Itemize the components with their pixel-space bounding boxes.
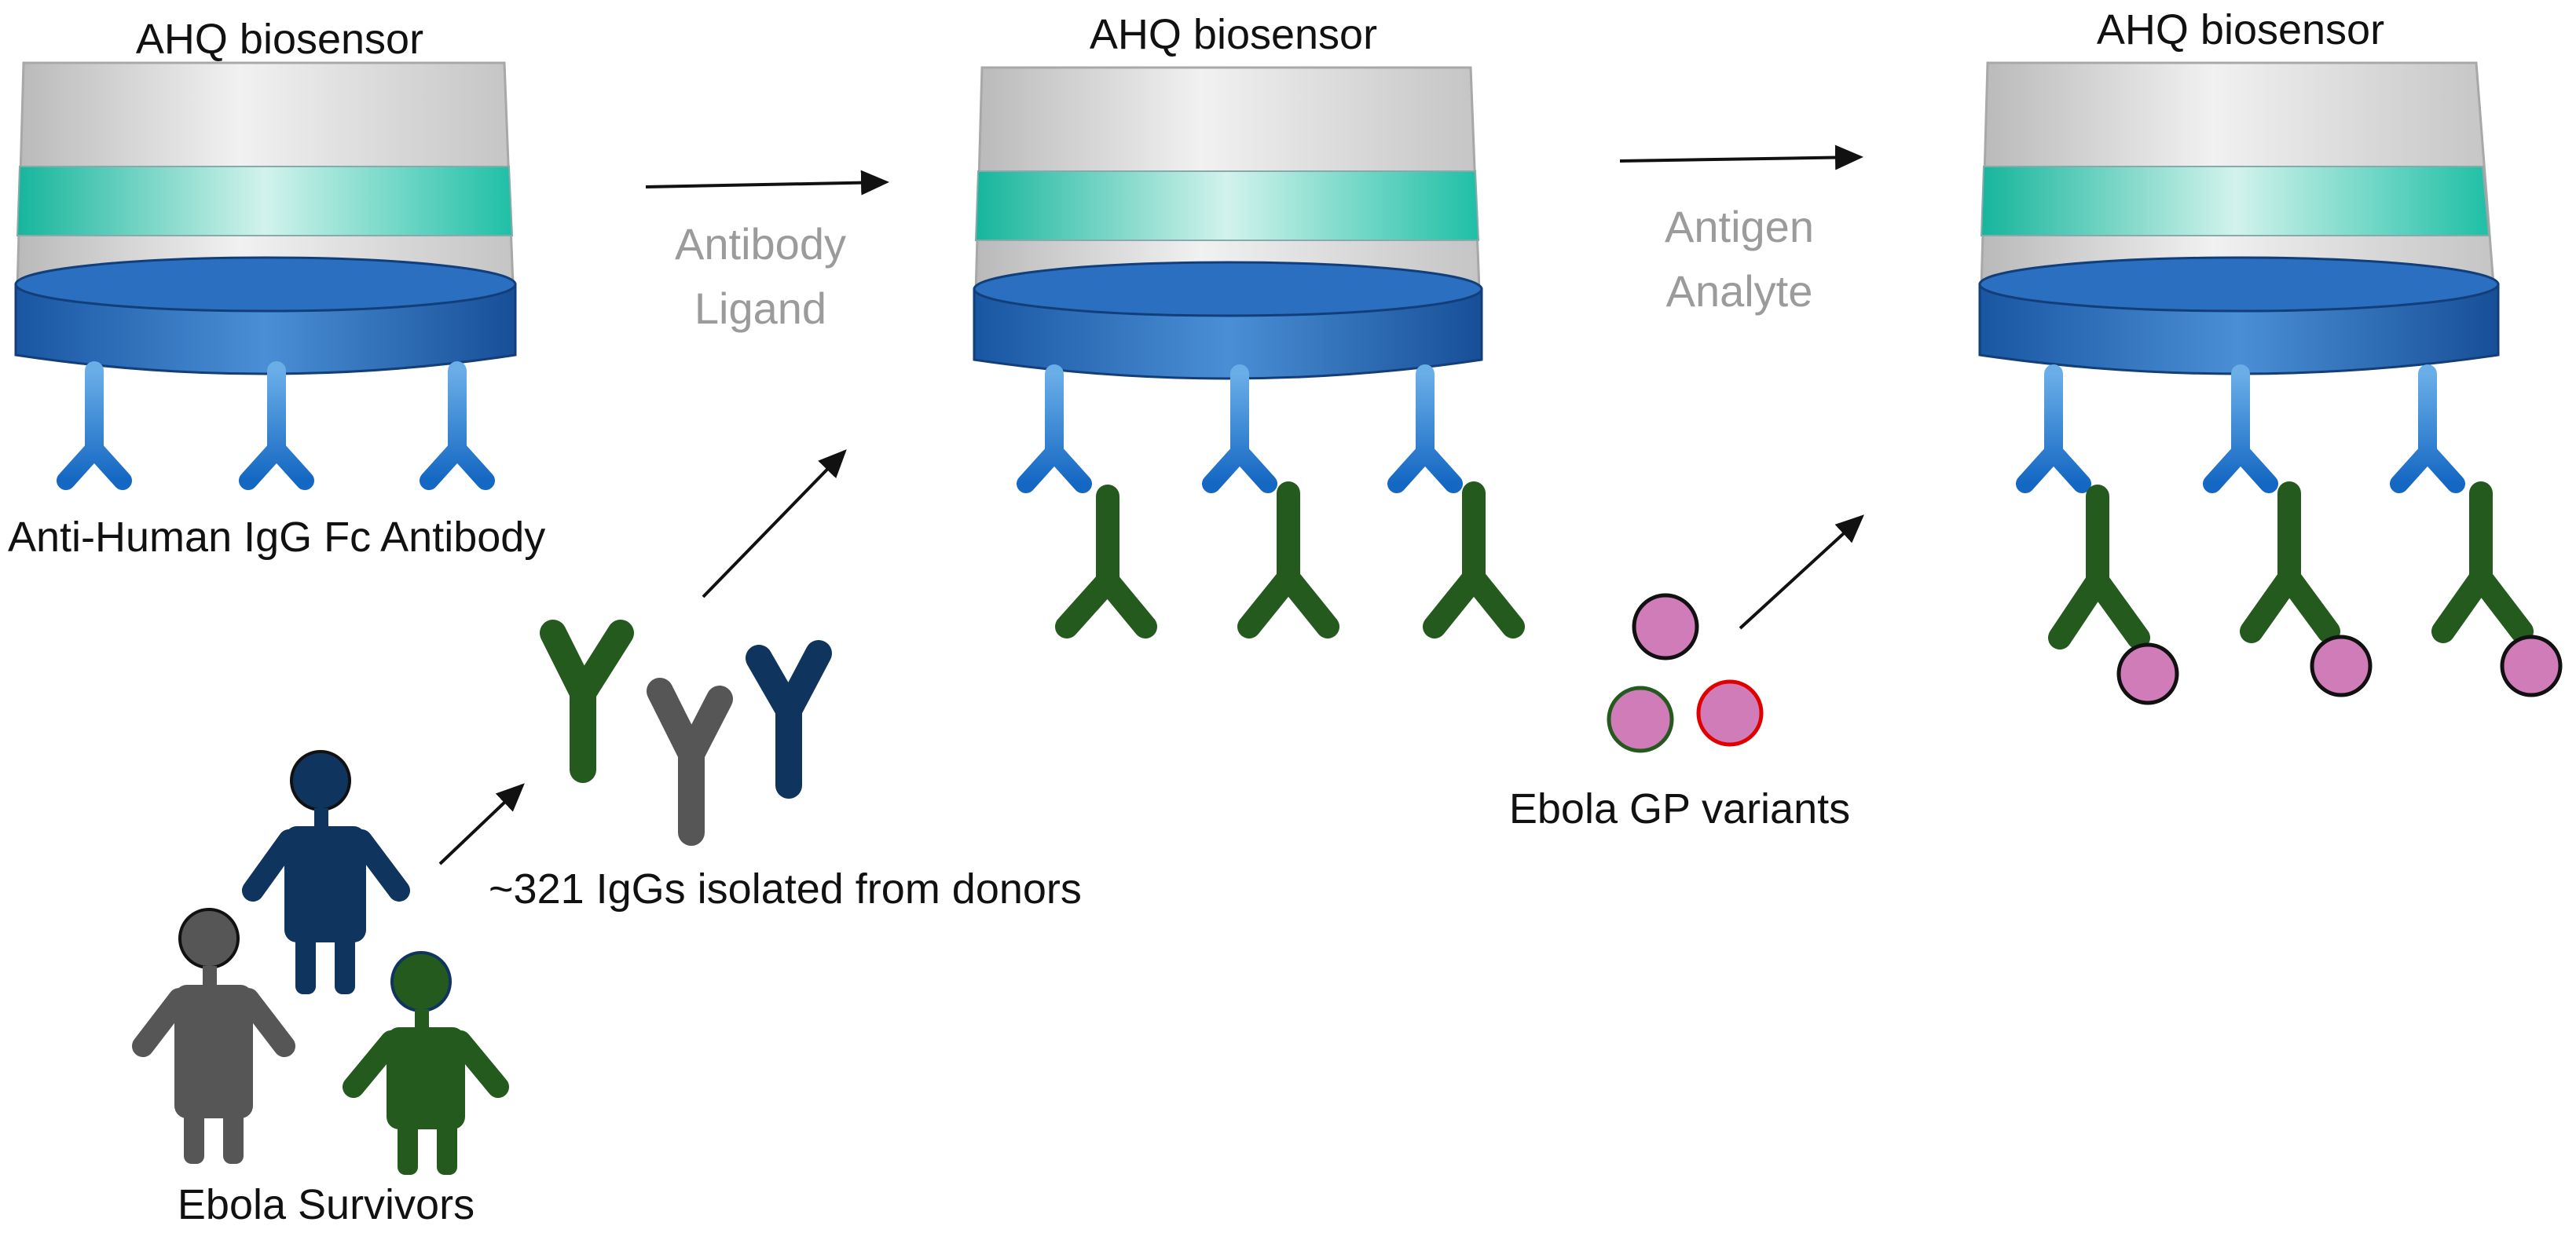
capture-antibody-icon (1387, 364, 1463, 493)
capture-antibody-icon (1202, 364, 1277, 493)
arrow-step-1 (645, 170, 889, 196)
sensor-3-title: AHQ biosensor (2097, 6, 2384, 53)
arrow-step-2 (1619, 145, 1863, 170)
antigen-variant-icon (1632, 593, 1699, 660)
capture-antibody-icon (239, 361, 314, 490)
step-2-label-line2: Analyte (1666, 266, 1813, 316)
antigen-variants-label: Ebola GP variants (1509, 785, 1850, 832)
bound-antigen-icon (2500, 635, 2563, 697)
survivor-navy-icon (242, 750, 410, 994)
capture-antibody-icon (2203, 364, 2278, 493)
antigen-variant-icon (1607, 686, 1674, 753)
biosensor-tip-1 (14, 61, 517, 375)
arrow-antigens-to-sensor (1739, 514, 1864, 630)
step-1-label-line2: Ligand (694, 284, 826, 333)
capture-antibody-icon (1017, 364, 1092, 493)
arrow-iggs-to-sensor (702, 449, 847, 598)
ligand-antibody-icon (1423, 481, 1525, 638)
sensor-1-title: AHQ biosensor (136, 16, 423, 63)
survivor-gray-icon (132, 908, 295, 1164)
arrow-survivors-to-iggs (438, 783, 525, 865)
ligand-antibody-icon (2240, 481, 2340, 643)
capture-antibody-icon (2016, 364, 2091, 493)
biosensor-tip-2 (973, 66, 1483, 380)
biosensor-tip-3 (1978, 61, 2500, 375)
step-2-label-line1: Antigen (1665, 202, 1814, 251)
bound-antigen-icon (2116, 642, 2179, 705)
ligand-antibody-icon (2048, 485, 2150, 649)
sensor-2-title: AHQ biosensor (1090, 11, 1377, 58)
bound-antigen-icon (2310, 635, 2373, 697)
igg-navy-icon (746, 640, 832, 799)
ligand-antibody-icon (1237, 481, 1339, 638)
capture-antibody-icon (57, 361, 132, 490)
ligand-antibody-icon (2431, 481, 2534, 643)
survivor-green-icon (343, 951, 509, 1175)
igg-gray-icon (647, 678, 733, 846)
capture-antibody-icon (2390, 364, 2465, 493)
igg-source-label: ~321 IgGs isolated from donors (489, 865, 1082, 913)
igg-green-icon (540, 620, 634, 783)
ligand-antibody-icon (1055, 485, 1157, 638)
survivors-label: Ebola Survivors (178, 1181, 475, 1228)
step-1-label-line1: Antibody (675, 219, 846, 269)
capture-antibody-label: Anti-Human IgG Fc Antibody (8, 514, 545, 561)
antigen-variant-icon (1696, 679, 1764, 747)
capture-antibody-icon (420, 361, 495, 490)
